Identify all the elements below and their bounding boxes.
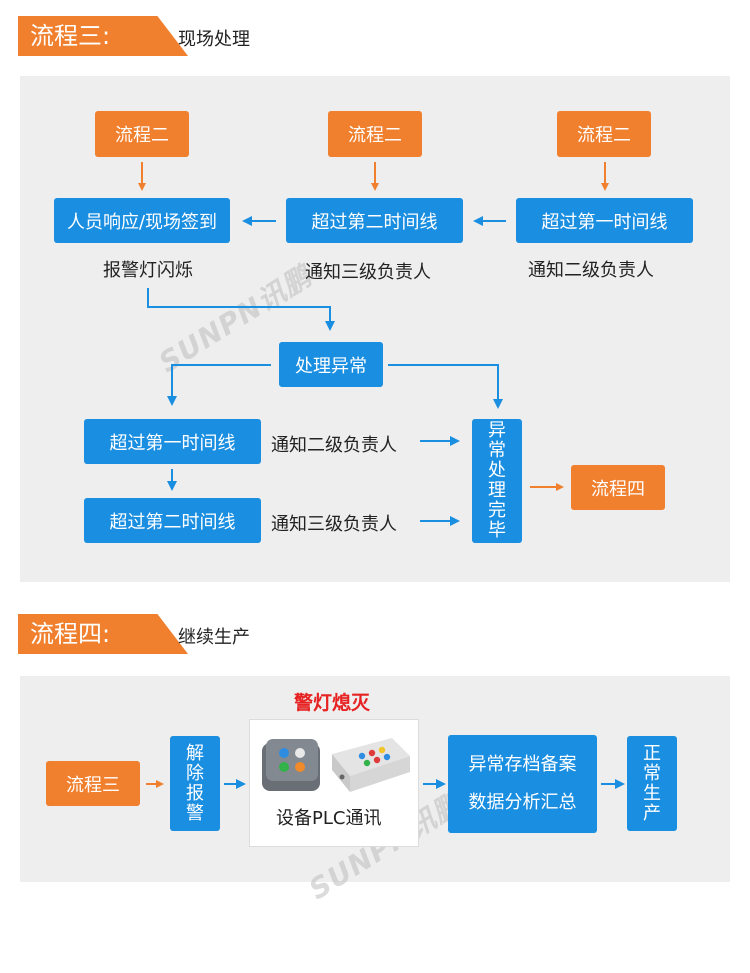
lower-second-timeline-box: 超过第二时间线 — [84, 498, 261, 543]
lower-first-timeline-box: 超过第一时间线 — [84, 419, 261, 464]
flow2-box-middle: 流程二 — [328, 111, 422, 157]
flow4-box: 流程四 — [571, 465, 665, 510]
lower-notify-level3: 通知三级负责人 — [271, 514, 397, 535]
alarm-off-label: 警灯熄灭 — [294, 692, 371, 714]
flow3-box: 流程三 — [46, 761, 140, 806]
release-alarm-box: 解除报警 — [170, 736, 220, 831]
lower-notify-level2: 通知二级负责人 — [271, 435, 397, 456]
arrow-handle-to-done — [388, 364, 503, 409]
exception-done-label: 异常处理完毕 — [488, 420, 506, 541]
handle-exception-box: 处理异常 — [279, 342, 383, 387]
flow2-box-right: 流程二 — [557, 111, 651, 157]
alarm-light-flash-note: 报警灯闪烁 — [103, 260, 193, 281]
exception-done-box: 异常处理完毕 — [472, 419, 522, 543]
normal-production-label: 正常生产 — [643, 742, 661, 824]
section4-tag: 流程四: — [18, 614, 188, 654]
response-checkin-box: 人员响应/现场签到 — [54, 198, 230, 243]
controller-box-icon — [332, 738, 410, 776]
notify-level3-note: 通知三级负责人 — [305, 262, 431, 283]
normal-production-box: 正常生产 — [627, 736, 677, 831]
notify-level2-note: 通知二级负责人 — [528, 260, 654, 281]
analysis-line: 数据分析汇总 — [468, 792, 577, 813]
flow2-box-left: 流程二 — [95, 111, 189, 157]
section4-subtitle: 继续生产 — [178, 627, 250, 648]
second-timeline-box: 超过第二时间线 — [286, 198, 463, 243]
first-timeline-box: 超过第一时间线 — [516, 198, 693, 243]
section3-subtitle: 现场处理 — [178, 29, 250, 50]
archive-analysis-box: 异常存档备案 数据分析汇总 — [448, 735, 597, 833]
arrow-handle-to-lower-first — [167, 364, 271, 406]
archive-line: 异常存档备案 — [468, 754, 577, 775]
device-plc-card: 设备PLC通讯 — [249, 719, 419, 847]
device-illustration — [262, 738, 410, 792]
section3-tag: 流程三: — [18, 16, 188, 56]
release-alarm-label: 解除报警 — [186, 742, 204, 824]
arrow-response-to-handle — [147, 288, 335, 331]
device-plc-label: 设备PLC通讯 — [276, 808, 382, 829]
